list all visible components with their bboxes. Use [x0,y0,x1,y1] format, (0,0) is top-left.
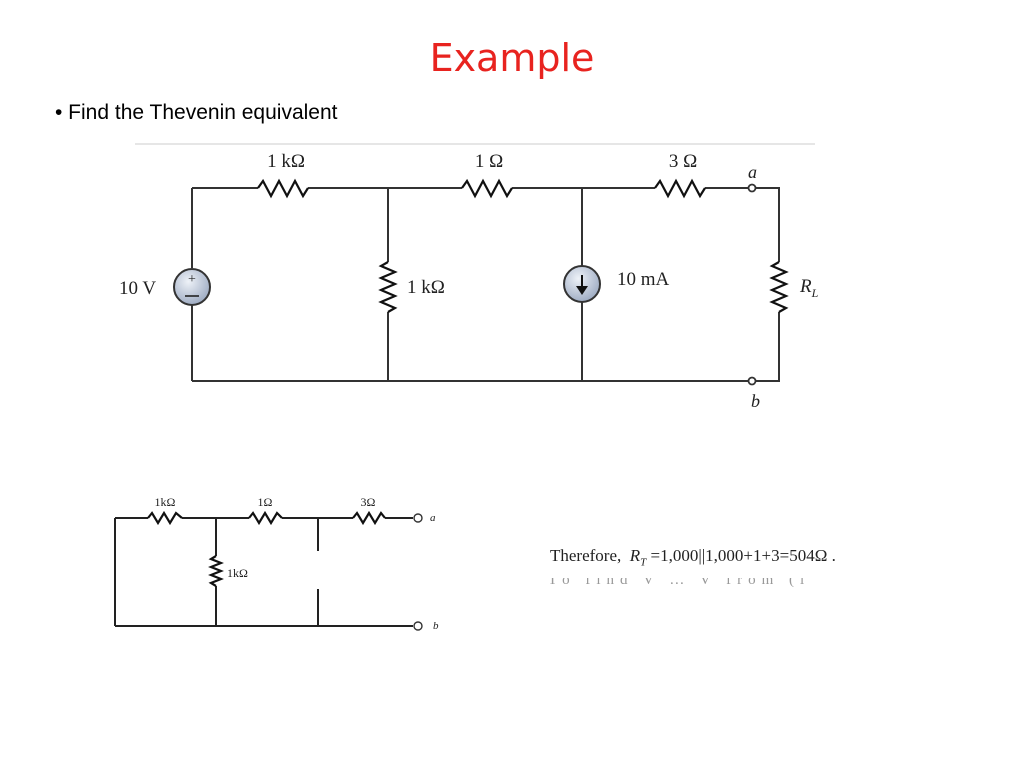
cutoff-text-line: To find V … V from (i [548,578,898,590]
bottom-terminal-a [413,513,423,523]
cutoff-text: To find V … V from (i [548,578,811,588]
bottom-terminal-b [413,621,423,631]
bottom-resistor-shunt [208,555,224,587]
label-node-b: b [751,391,760,411]
bottom-label-r3: 3Ω [361,495,376,509]
resistor-load [769,261,789,313]
formula-prefix: Therefore, [550,546,622,565]
bottom-label-node-a: a [430,512,436,524]
bottom-resistor-1k [147,510,183,526]
bottom-label-node-b: b [433,620,439,632]
resistor-shunt-1k [378,261,398,313]
bottom-resistor-3ohm [352,510,386,526]
bottom-label-r2: 1Ω [258,495,273,509]
formula-symbol: R [629,546,641,565]
resistor-1ohm [461,178,513,199]
resistor-1k [257,178,309,199]
bottom-circuit: 1kΩ 1Ω 3Ω 1kΩ a b [114,495,439,632]
label-current-source: 10 mA [617,269,670,290]
current-source [563,265,601,303]
label-r-shunt: 1 kΩ [407,277,445,298]
label-load: RL [799,276,819,300]
bottom-resistor-1ohm [248,510,283,526]
label-r2: 1 Ω [475,151,503,172]
label-node-a: a [748,162,757,182]
top-circuit: + 1 kΩ 1 Ω 3 Ω 1 kΩ 10 V 10 mA RL a b [119,151,819,411]
slide-title: Example [429,36,595,80]
bottom-label-r1: 1kΩ [155,495,176,509]
thevenin-resistance-formula: Therefore, RT =1,000||1,000+1+3=504Ω . [550,546,836,568]
resistor-3ohm [654,178,706,199]
label-voltage-source: 10 V [119,278,156,299]
label-r3: 3 Ω [669,151,697,172]
bullet-text: • Find the Thevenin equivalent [55,101,338,124]
formula-subscript: T [640,556,647,569]
arrow-down-icon [576,286,588,295]
formula-expression: =1,000||1,000+1+3=504Ω . [650,546,836,565]
terminal-b [747,376,757,386]
load-branch [752,187,780,382]
voltage-source: + [173,268,211,306]
bottom-label-r-shunt: 1kΩ [227,566,248,580]
label-r1: 1 kΩ [267,151,305,172]
plus-sign: + [188,272,196,287]
terminal-a [747,183,757,193]
